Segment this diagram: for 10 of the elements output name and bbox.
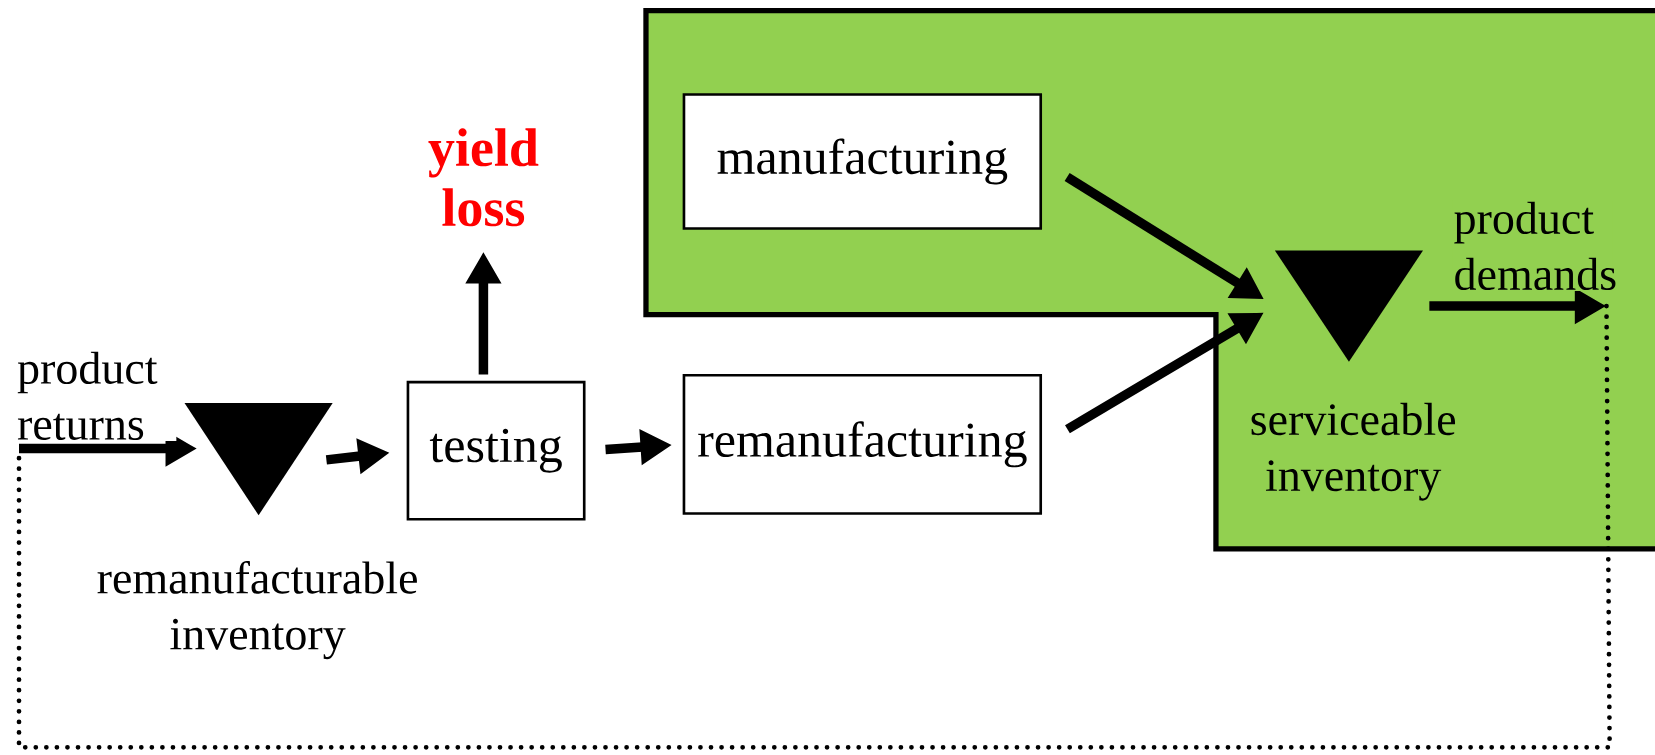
edge-label: product demands <box>1452 200 1616 292</box>
inventory-label: serviceable inventory <box>1251 403 1455 501</box>
process-box: testing <box>406 380 586 521</box>
process-box: remanufacturing <box>682 374 1043 515</box>
yield-loss-label: yield loss <box>428 128 539 227</box>
inventory-label: remanufacturable inventory <box>97 561 417 660</box>
inventory-triangle <box>184 403 333 516</box>
process-box: manufacturing <box>682 93 1043 230</box>
inventory-triangle <box>1274 250 1423 362</box>
edge-label: product returns <box>16 350 177 442</box>
